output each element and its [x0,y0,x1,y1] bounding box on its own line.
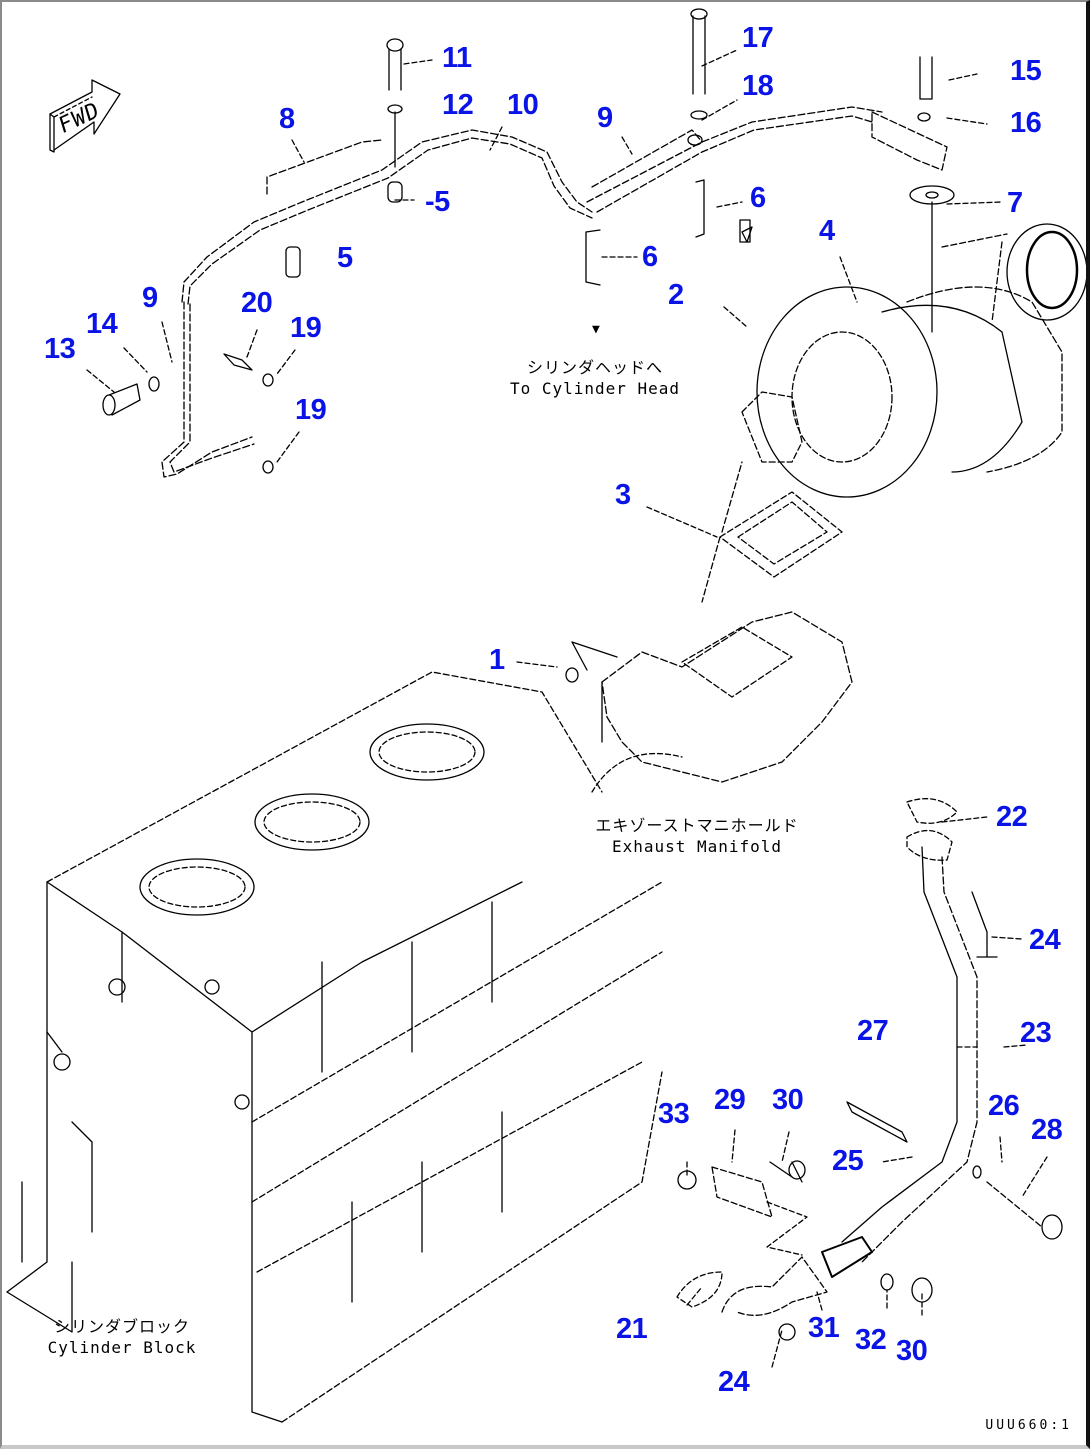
drawing-number: UUU660:1 [985,1418,1072,1433]
callout-16: 16 [1010,107,1042,139]
callout-2: 2 [668,279,684,311]
caption-exhaust-manifold: エキゾーストマニホールド Exhaust Manifold [572,815,822,857]
caption-cylinder-block: シリンダブロック Cylinder Block [22,1316,222,1358]
callout-3: 3 [615,479,631,511]
callout-1: 1 [489,644,505,676]
callout-33: 33 [658,1098,690,1130]
down-arrow-icon: ▼ [592,322,601,337]
caption-jp: エキゾーストマニホールド [595,816,799,835]
callout-6-left: 6 [642,241,658,273]
turbocharger [740,220,1087,497]
exhaust-manifold [566,612,852,792]
callout-19-lower: 19 [295,394,327,426]
callout-27: 27 [857,1015,889,1047]
oil-pipe-assembly-right [587,107,947,212]
callout-13: 13 [44,333,76,365]
caption-en: Cylinder Block [47,1338,197,1357]
fasteners-13-14-20-19 [103,354,273,473]
leader-lines [87,50,1047,1367]
callout-12: 12 [442,89,474,121]
callout-8: 8 [279,103,295,135]
sleeves-5-6 [286,180,704,285]
callout-11: 11 [442,42,472,74]
callout-10: 10 [507,89,539,121]
callout-21: 21 [616,1313,648,1345]
caption-jp: シリンダブロック [53,1317,190,1336]
bolt-15 [918,57,932,121]
callout-20: 20 [241,287,273,319]
callout-9-left: 9 [142,282,158,314]
callout-19-upper: 19 [290,312,322,344]
callout-4: 4 [819,215,835,247]
bolt-11 [387,39,403,202]
oil-return-pipe-23 [677,799,1062,1340]
callout-6-right: 6 [750,182,766,214]
callout-31: 31 [808,1312,840,1344]
caption-en: Exhaust Manifold [611,837,783,856]
callout-30-lower: 30 [896,1335,928,1367]
callout-23: 23 [1020,1017,1052,1049]
callout-26: 26 [988,1090,1020,1122]
callout-9-right: 9 [597,102,613,134]
callout-14: 14 [86,308,118,340]
callout-15: 15 [1010,55,1042,87]
caption-en: To Cylinder Head [509,379,681,398]
callout-22: 22 [996,801,1028,833]
callout-18: 18 [742,70,774,102]
gasket-3 [702,462,842,602]
oil-pipe-assembly-upper [162,130,592,477]
callout-24-upper: 24 [1029,924,1061,956]
callout-5-lower: 5 [337,242,353,274]
callout-24-lower: 24 [718,1366,750,1398]
bolt-17 [688,9,707,145]
callout-28: 28 [1031,1114,1063,1146]
callout-17: 17 [742,22,774,54]
callout-5-upper: -5 [425,186,450,218]
gasket-7 [910,186,954,332]
callout-30-upper: 30 [772,1084,804,1116]
caption-to-cylinder-head: ▼ シリンダヘッドへ To Cylinder Head [480,322,710,399]
fwd-direction-marker [50,80,120,152]
callout-25: 25 [832,1145,864,1177]
cylinder-block [7,672,662,1422]
caption-jp: シリンダヘッドへ [526,358,663,377]
callout-29: 29 [714,1084,746,1116]
callout-32: 32 [855,1324,887,1356]
callout-7: 7 [1007,187,1023,219]
